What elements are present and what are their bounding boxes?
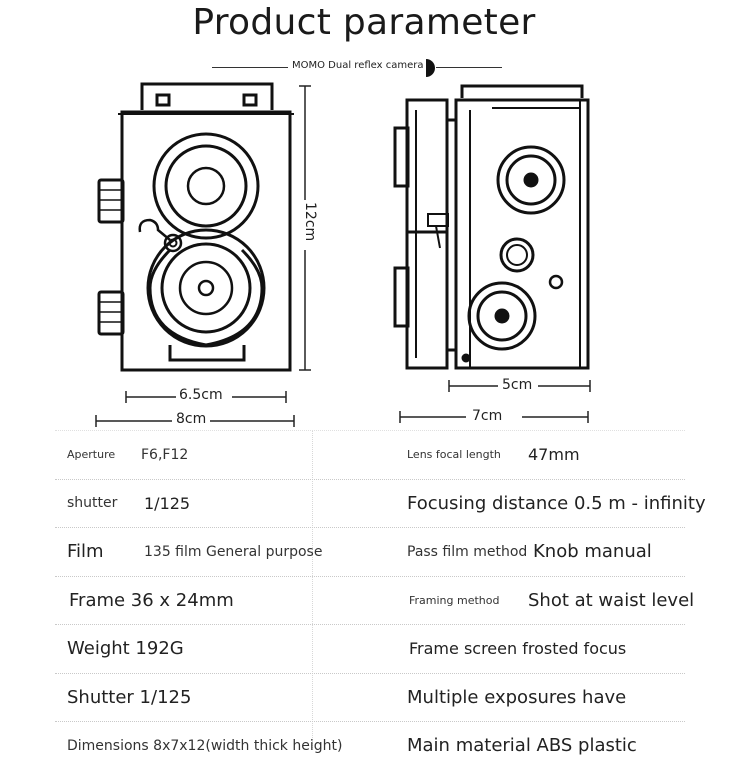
subtitle-rule-right bbox=[436, 67, 502, 68]
dim-front-inner-width: 6.5cm bbox=[179, 387, 223, 403]
spec-label: Frame screen frosted focus bbox=[409, 639, 627, 658]
camera-illustrations bbox=[95, 82, 591, 427]
spec-row: shutter 1/125 Focusing distance 0.5 m - … bbox=[55, 480, 706, 528]
spec-label: Aperture bbox=[67, 448, 116, 461]
spec-value: F6,F12 bbox=[141, 446, 189, 463]
spec-row: Shutter 1/125 Multiple exposures have bbox=[55, 674, 685, 722]
subtitle-half-dot bbox=[426, 59, 435, 77]
spec-label: Multiple exposures have bbox=[407, 686, 627, 708]
spec-label: Lens focal length bbox=[407, 448, 501, 461]
spec-value: 47mm bbox=[528, 445, 580, 464]
subtitle-rule-left bbox=[212, 67, 288, 68]
spec-value: Knob manual bbox=[533, 541, 652, 562]
spec-label: Main material ABS plastic bbox=[407, 735, 637, 756]
dim-height: 12cm bbox=[302, 202, 318, 242]
spec-label: Dimensions 8x7x12(width thick height) bbox=[67, 737, 343, 754]
spec-row: Dimensions 8x7x12(width thick height) Ma… bbox=[55, 722, 685, 770]
spec-label: Framing method bbox=[409, 593, 500, 607]
spec-label: Weight 192G bbox=[67, 638, 184, 659]
camera-side-view-icon bbox=[393, 84, 590, 370]
subtitle-text: MOMO Dual reflex camera bbox=[292, 60, 424, 71]
spec-row: Film 135 film General purpose Pass film … bbox=[55, 528, 685, 577]
spec-row: Weight 192G Frame screen frosted focus bbox=[55, 625, 685, 674]
spec-label: Film bbox=[67, 541, 104, 562]
dim-side-outer-depth: 7cm bbox=[472, 408, 503, 424]
spec-row: Frame 36 x 24mm Framing method Shot at w… bbox=[55, 577, 694, 625]
spec-value: 1/125 bbox=[144, 493, 191, 513]
spec-label: shutter bbox=[67, 495, 118, 511]
page-title: Product parameter bbox=[192, 2, 536, 43]
dim-side-inner-depth: 5cm bbox=[502, 377, 533, 393]
side-dimension-lines bbox=[399, 380, 591, 423]
camera-front-view-icon bbox=[97, 82, 294, 372]
front-dimension-lines bbox=[95, 85, 311, 427]
spec-table: Aperture F6,F12 Lens focal length 47mm s… bbox=[55, 430, 706, 770]
spec-label: Shutter 1/125 bbox=[67, 686, 192, 708]
spec-value: 135 film General purpose bbox=[144, 543, 323, 560]
spec-row: Aperture F6,F12 Lens focal length 47mm bbox=[55, 430, 685, 480]
spec-label: Frame 36 x 24mm bbox=[69, 589, 234, 611]
spec-label: Pass film method bbox=[407, 543, 528, 560]
spec-value: Shot at waist level bbox=[528, 589, 695, 611]
spec-column-divider bbox=[312, 430, 313, 750]
dim-front-outer-width: 8cm bbox=[176, 411, 207, 427]
subtitle-banner: MOMO Dual reflex camera bbox=[212, 58, 502, 78]
spec-label: Focusing distance 0.5 m - infinity bbox=[407, 492, 706, 514]
